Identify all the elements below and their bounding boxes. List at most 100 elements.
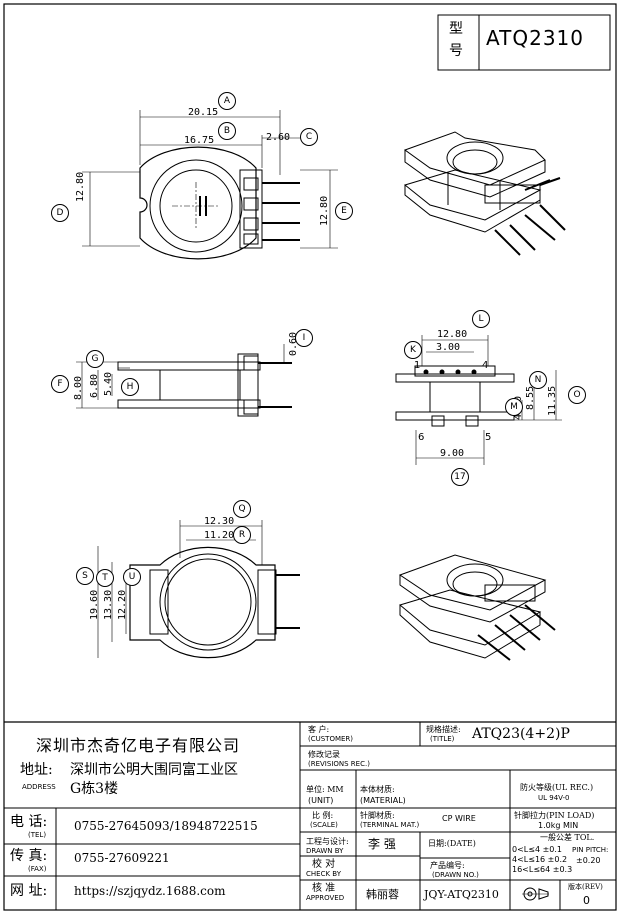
sheet-border	[3, 3, 617, 911]
drawn-label-en: DRAWN BY	[306, 847, 344, 855]
material-label: 本体材质:	[360, 785, 395, 794]
tolerance-title: 一般公差 TOL.	[540, 833, 595, 842]
tolerance-row-1: 0<L≤4 ±0.1	[512, 845, 563, 854]
callout-i: I	[295, 329, 313, 347]
terminal-label-en: (TERMINAL MAT.)	[360, 821, 420, 829]
callout-s: S	[76, 567, 94, 585]
dim-row-width: 12.80	[437, 329, 468, 340]
isometric-view-top	[403, 131, 566, 256]
revision-label-en: (REVISIONS REC.)	[308, 760, 370, 768]
callout-a: A	[218, 92, 236, 110]
dim-h1: 19.60	[89, 589, 100, 620]
spec-label-en: (TITLE)	[430, 735, 455, 743]
pin-pitch-value: ±0.20	[576, 856, 601, 865]
scale-label: 比 例:	[312, 811, 334, 820]
projection-symbol-icon	[522, 887, 549, 901]
tolerance-row-3: 16<L≤64 ±0.3	[512, 865, 573, 874]
approve-label: 核 准	[312, 883, 336, 894]
part-no-label-en: (DRAWN NO.)	[432, 871, 479, 879]
revision-label: 修改记录	[308, 750, 340, 759]
callout-l: L	[472, 310, 490, 328]
drawn-label: 工程与设计:	[306, 837, 349, 846]
fax-label: 传 真:	[10, 848, 48, 864]
terminal-value: CP WIRE	[442, 814, 476, 823]
callout-u: U	[123, 568, 141, 586]
terminal-label: 针脚材质:	[360, 811, 395, 820]
dim-h3: 12.20	[117, 589, 128, 620]
dim-inner: 16.75	[184, 135, 215, 146]
callout-g: G	[86, 350, 104, 368]
material-label-en: (MATERIAL)	[360, 796, 406, 805]
approve-label-en: APPROVED	[306, 894, 345, 902]
tolerance-row-2: 4<L≤16 ±0.2	[512, 855, 568, 864]
model-number: ATQ2310	[486, 26, 584, 50]
callout-k: K	[404, 341, 422, 359]
approve-value: 韩丽蓉	[366, 888, 399, 901]
dim-pin-offset: 2.60	[266, 132, 291, 143]
dim-mid: 6.80	[89, 373, 100, 398]
tel-number: 0755-27645093/18948722515	[74, 819, 258, 833]
revision-code-value: 0	[583, 894, 590, 907]
web-label: 网 址:	[10, 883, 48, 899]
address-line2: G栋3楼	[70, 781, 119, 797]
callout-t: T	[96, 569, 114, 587]
callout-d: D	[51, 204, 69, 222]
customer-label-en: (CUSTOMER)	[308, 735, 354, 743]
callout-b: B	[218, 122, 236, 140]
spec-value: ATQ23(4+2)P	[472, 726, 570, 742]
callout-e: E	[335, 202, 353, 220]
dim-height-left: 12.80	[75, 171, 86, 202]
tel-label: 电 话:	[10, 814, 48, 830]
revision-code-label: 版本(REV)	[568, 883, 603, 891]
title-block-grid	[4, 721, 616, 910]
bottom-view-drawing	[97, 520, 300, 659]
model-label-bottom: 号	[449, 43, 463, 59]
dim-pin-pitch: 3.00	[436, 342, 461, 353]
company-name: 深圳市杰奇亿电子有限公司	[36, 736, 241, 755]
pin-pitch-label: PIN PITCH:	[572, 846, 609, 854]
check-label: 校 对	[312, 859, 336, 870]
callout-f: F	[51, 375, 69, 393]
address-label-en: ADDRESS	[22, 783, 56, 791]
pin-label-4: 4	[482, 360, 489, 371]
callout-q: Q	[233, 500, 251, 518]
tel-label-en: (TEL)	[28, 831, 47, 839]
spec-label: 规格描述:	[426, 725, 461, 734]
dim-inner-side: 5.40	[103, 371, 114, 396]
flame-label: 防火等级(UL REC.)	[520, 783, 594, 792]
pin-label-1: 1	[414, 360, 421, 371]
dim-half-height: 8.55	[525, 385, 536, 410]
callout-h: H	[121, 378, 139, 396]
callout-17: 17	[451, 468, 469, 486]
callout-o: O	[568, 386, 586, 404]
top-view-drawing	[82, 110, 338, 260]
customer-label: 客 户:	[308, 725, 330, 734]
pin-view-drawing	[395, 335, 562, 465]
dim-inner-bottom: 11.20	[204, 530, 235, 541]
callout-r: R	[233, 526, 251, 544]
unit-label-en: (UNIT)	[308, 796, 334, 805]
isometric-view-bottom	[398, 554, 556, 661]
dim-outer: 12.30	[204, 516, 235, 527]
pin-label-5: 5	[485, 432, 492, 443]
scale-label-en: (SCALE)	[310, 821, 338, 829]
drawn-value: 李 强	[368, 837, 396, 851]
side-view-drawing	[76, 344, 292, 417]
web-url[interactable]: https://szjqydz.1688.com	[74, 884, 226, 898]
dim-height-right: 12.80	[319, 195, 330, 226]
dim-bottom-span: 9.00	[440, 448, 465, 459]
part-no-value: JQY-ATQ2310	[424, 888, 499, 901]
date-label: 日期:(DATE)	[428, 839, 476, 848]
part-no-label: 产品编号:	[430, 861, 465, 870]
pin-label-6: 6	[418, 432, 425, 443]
dim-width: 20.15	[188, 107, 219, 118]
address-label: 地址:	[20, 762, 53, 778]
model-label-top: 型	[449, 21, 463, 37]
pin-load-label: 针脚拉力(PIN LOAD)	[514, 811, 595, 820]
check-label-en: CHECK BY	[306, 870, 341, 878]
dim-h2: 13.30	[103, 589, 114, 620]
unit-label: 单位: MM	[306, 785, 344, 794]
callout-n: N	[529, 371, 547, 389]
fax-label-en: (FAX)	[28, 865, 47, 873]
